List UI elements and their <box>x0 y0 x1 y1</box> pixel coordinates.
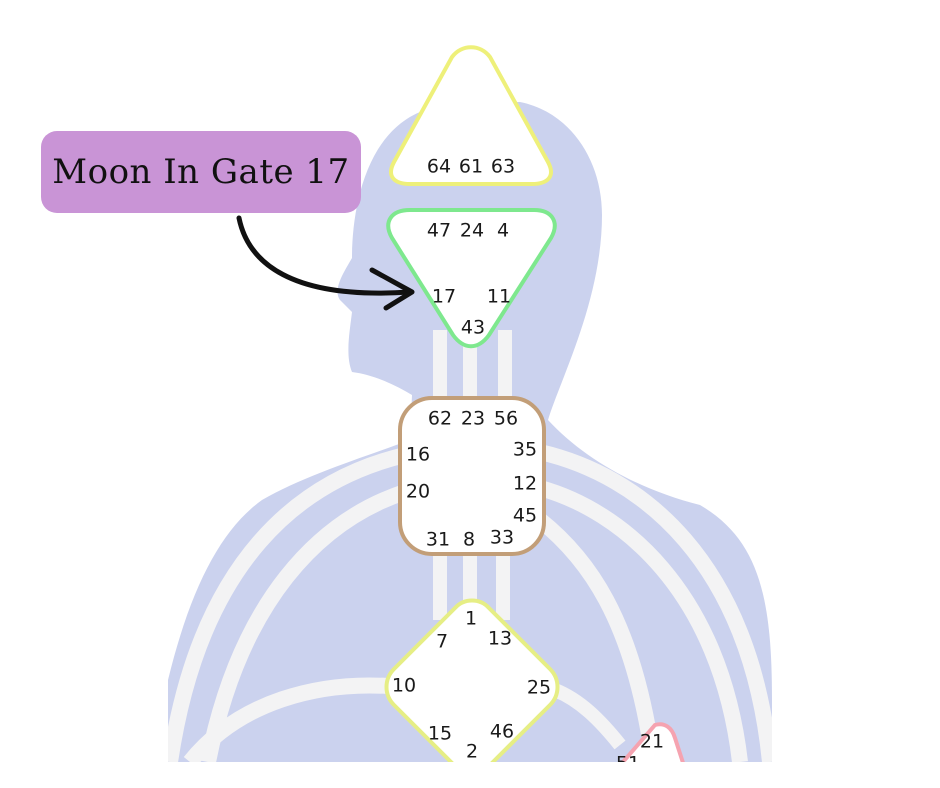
gate-label: 33 <box>490 527 514 549</box>
gate-label: 15 <box>428 723 452 745</box>
gate-label: 1 <box>465 608 477 630</box>
heart-center <box>620 722 685 762</box>
gate-label: 46 <box>490 721 514 743</box>
gate-label: 43 <box>461 317 485 339</box>
gate-label: 45 <box>513 505 537 527</box>
gate-label: 64 <box>427 156 451 178</box>
gate-label: 11 <box>487 286 511 308</box>
head-center <box>389 45 553 186</box>
channel-group <box>168 330 772 762</box>
gate-label: 16 <box>406 444 430 466</box>
gate-label: 20 <box>406 481 430 503</box>
gate-label: 61 <box>459 156 483 178</box>
throat-gates: 62 23 56 16 35 20 12 45 31 8 33 <box>406 408 537 551</box>
ajna-gates: 47 24 4 17 11 43 <box>427 220 511 339</box>
heart-gates: 21 51 <box>616 731 664 775</box>
g-center-gates: 1 7 13 10 25 15 46 2 <box>392 608 551 763</box>
g-center <box>384 598 560 762</box>
moon-gate-callout: Moon In Gate 17 <box>41 131 361 213</box>
gate-label: 31 <box>426 529 450 551</box>
throat-center <box>398 396 546 556</box>
gate-label: 2 <box>466 741 478 763</box>
gate-label: 56 <box>494 408 518 430</box>
ajna-center <box>386 208 557 349</box>
gate-label: 13 <box>488 628 512 650</box>
gate-label: 63 <box>491 156 515 178</box>
callout-text: Moon In Gate 17 <box>52 152 350 192</box>
gate-label: 7 <box>436 631 448 653</box>
gate-label: 8 <box>463 529 475 551</box>
head-gates: 64 61 63 <box>427 156 515 178</box>
arrow-icon <box>236 215 415 311</box>
gate-label: 10 <box>392 675 416 697</box>
gate-label: 23 <box>461 408 485 430</box>
gate-label: 62 <box>428 408 452 430</box>
gate-label: 25 <box>527 677 551 699</box>
gate-label: 4 <box>497 220 509 242</box>
gate-label: 47 <box>427 220 451 242</box>
gate-label: 24 <box>460 220 484 242</box>
gate-label: 51 <box>616 753 640 775</box>
gate-label: 35 <box>513 439 537 461</box>
gate-label: 21 <box>640 731 664 753</box>
gate-17-label: 17 <box>432 286 456 308</box>
gate-label: 12 <box>513 473 537 495</box>
